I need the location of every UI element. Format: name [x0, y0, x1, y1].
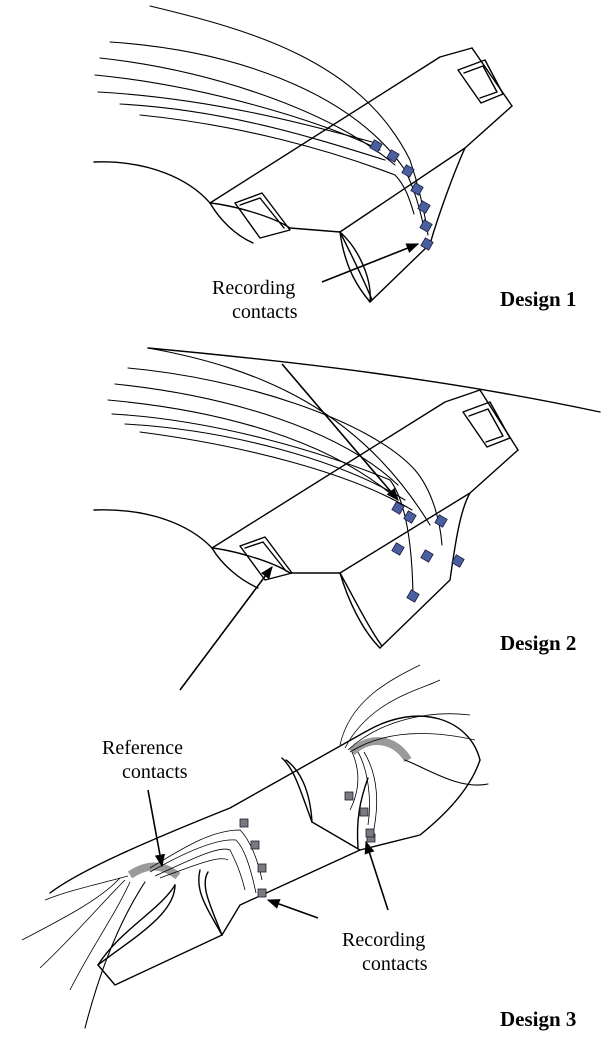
design-1-diagram: Recording contacts Design 1	[94, 6, 576, 323]
recording-contact	[258, 864, 266, 872]
design-3-reference-band-left	[130, 866, 178, 876]
design-2-recording-contacts	[392, 502, 464, 602]
recording-contact	[392, 502, 404, 514]
design-1-arrow	[322, 244, 418, 282]
recording-contact	[435, 515, 447, 527]
design-3-reference-label-line1: Reference	[102, 737, 183, 759]
design-2-diagram: Design 2	[94, 348, 600, 690]
design-2-arrow-reference	[180, 567, 272, 690]
recording-contact	[407, 590, 419, 602]
design-1-recording-contacts	[370, 140, 433, 250]
design-3-reference-label-line2: contacts	[122, 761, 188, 783]
recording-contact	[240, 819, 248, 827]
design-1-title: Design 1	[500, 287, 576, 311]
design-2-cuff	[94, 348, 600, 648]
recording-contact	[258, 889, 266, 897]
design-2-arrow-top	[282, 364, 398, 500]
recording-contact	[366, 829, 374, 837]
recording-contact	[360, 808, 368, 816]
recording-contact	[345, 792, 353, 800]
design-3-arrow-recording-left	[268, 900, 318, 918]
design-1-cuff	[94, 48, 512, 302]
design-3-title: Design 3	[500, 1007, 576, 1031]
design-1-label-line2: contacts	[232, 301, 298, 323]
design-1-label-line1: Recording	[212, 277, 295, 299]
design-2-title: Design 2	[500, 631, 576, 655]
recording-contact	[392, 543, 404, 555]
design-3-recording-label-line2: contacts	[362, 953, 428, 975]
design-3-recording-label-line1: Recording	[342, 929, 425, 951]
recording-contact	[421, 550, 433, 562]
design-3-diagram: Reference contacts Recording contacts De…	[22, 665, 576, 1031]
recording-contact	[251, 841, 259, 849]
recording-contact	[420, 220, 432, 232]
recording-contact	[411, 183, 423, 195]
design-3-arrow-recording-right	[366, 842, 388, 910]
design-3-arrow-reference	[148, 790, 162, 866]
